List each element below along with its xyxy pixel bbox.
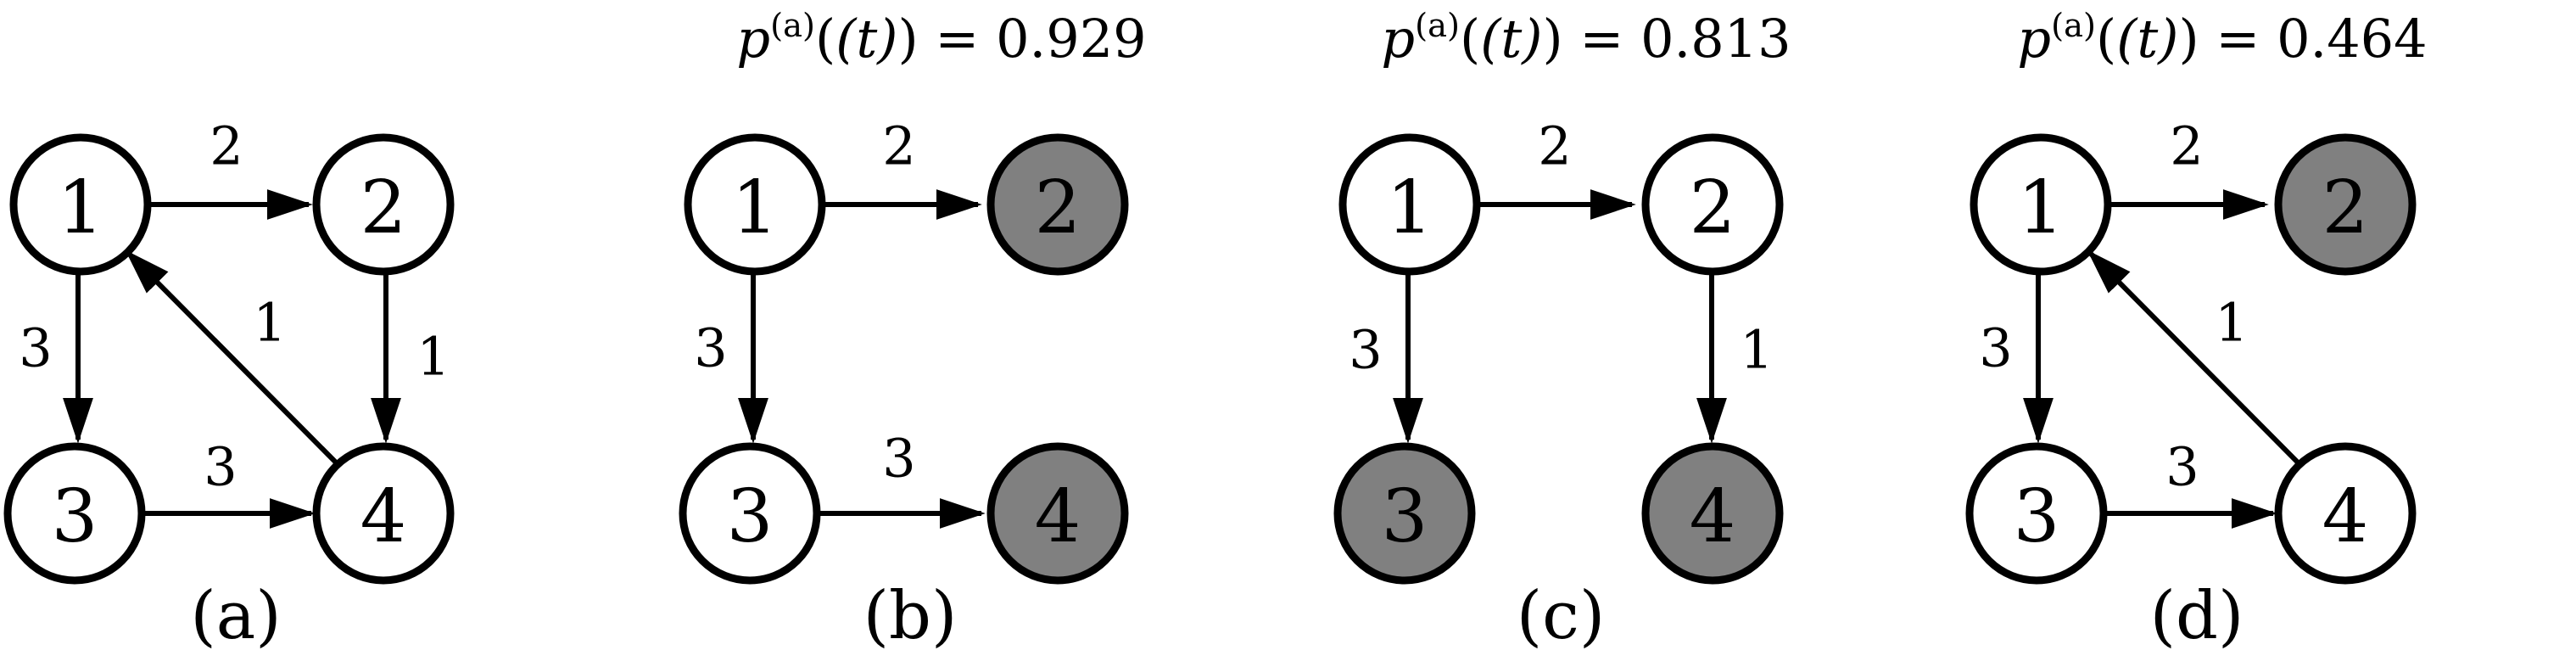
node-1[interactable]: 1 — [1338, 133, 1481, 276]
title-value: 0.813 — [1640, 7, 1791, 70]
panel-a-caption: (a) — [190, 578, 281, 654]
edge-label-2-4: 1 — [416, 326, 450, 388]
node-3[interactable]: 3 — [1333, 442, 1476, 585]
node-4-label: 4 — [1035, 474, 1081, 559]
panel-b-caption: (b) — [863, 578, 958, 654]
node-4-label: 4 — [360, 474, 407, 559]
title-argument: ((t)) — [815, 7, 919, 70]
title-symbol: p — [1381, 7, 1416, 70]
node-1[interactable]: 1 — [9, 133, 152, 276]
node-1-label: 1 — [732, 165, 779, 250]
edge-label-1-2: 2 — [1538, 115, 1571, 177]
node-2[interactable]: 2 — [1641, 133, 1784, 276]
edge-label-1-2: 2 — [2170, 115, 2203, 177]
title-symbol: p — [736, 7, 771, 70]
edge-label-1-3: 3 — [19, 317, 52, 379]
node-4-label: 4 — [2322, 474, 2369, 559]
title-superscript: (a) — [2051, 7, 2096, 45]
node-4[interactable]: 4 — [312, 442, 455, 585]
title-relation: = — [1579, 7, 1624, 70]
title-superscript: (a) — [770, 7, 815, 45]
node-3[interactable]: 3 — [679, 442, 821, 585]
panel-d-title: p(a)((t)) = 0.464 — [1925, 7, 2519, 70]
node-2-label: 2 — [360, 165, 407, 250]
node-3-label: 3 — [1382, 474, 1428, 559]
panel-d: p(a)((t)) = 0.464 2 3 3 1 1 2 — [1925, 0, 2519, 667]
panel-a-graph: 2 3 1 3 1 1 2 3 4 (a) — [3, 115, 455, 654]
panel-c-graph: 2 3 1 1 2 3 4 (c) — [1333, 115, 1784, 654]
node-3-label: 3 — [52, 474, 98, 559]
edge-label-3-4: 3 — [2165, 436, 2199, 498]
node-4[interactable]: 4 — [1641, 442, 1784, 585]
node-2-label: 2 — [1035, 165, 1081, 250]
edge-4-1 — [2087, 249, 2307, 472]
node-3[interactable]: 3 — [1965, 442, 2108, 585]
node-3-label: 3 — [727, 474, 774, 559]
title-value: 0.929 — [996, 7, 1147, 70]
node-1[interactable]: 1 — [684, 133, 826, 276]
node-1-label: 1 — [1387, 165, 1433, 250]
edge-label-2-4: 1 — [1740, 319, 1773, 381]
panel-b-title: p(a)((t)) = 0.929 — [645, 7, 1238, 70]
title-value: 0.464 — [2277, 7, 2428, 70]
edge-label-1-3: 3 — [1979, 317, 2012, 379]
node-3[interactable]: 3 — [3, 442, 146, 585]
panel-b: p(a)((t)) = 0.929 2 3 3 1 2 — [645, 0, 1238, 667]
edge-label-1-3: 3 — [694, 317, 727, 379]
edge-label-1-2: 2 — [882, 115, 915, 177]
edge-label-1-3: 3 — [1349, 319, 1382, 381]
node-2[interactable]: 2 — [312, 133, 455, 276]
title-symbol: p — [2017, 7, 2052, 70]
edge-label-4-1: 1 — [253, 292, 286, 354]
edge-4-1 — [125, 249, 345, 472]
title-argument: ((t)) — [2096, 7, 2199, 70]
node-4[interactable]: 4 — [2274, 442, 2417, 585]
node-4-label: 4 — [1690, 474, 1736, 559]
node-1-label: 1 — [58, 165, 104, 250]
title-relation: = — [2216, 7, 2260, 70]
node-2[interactable]: 2 — [986, 133, 1129, 276]
node-1[interactable]: 1 — [1970, 133, 2112, 276]
panel-c-caption: (c) — [1517, 578, 1606, 654]
node-1-label: 1 — [2018, 165, 2065, 250]
edge-label-3-4: 3 — [204, 436, 237, 498]
panel-d-graph: 2 3 3 1 1 2 3 4 (d) — [1965, 115, 2417, 654]
edge-label-1-2: 2 — [210, 115, 243, 177]
title-superscript: (a) — [1415, 7, 1460, 45]
node-2-label: 2 — [2322, 165, 2369, 250]
panel-c-title: p(a)((t)) = 0.813 — [1289, 7, 1883, 70]
edge-label-3-4: 3 — [882, 428, 915, 490]
edge-label-4-1: 1 — [2215, 292, 2248, 354]
node-3-label: 3 — [2014, 474, 2060, 559]
panel-b-graph: 2 3 3 1 2 3 4 (b) — [679, 115, 1129, 654]
panel-c: p(a)((t)) = 0.813 2 3 1 1 2 — [1289, 0, 1883, 667]
node-2[interactable]: 2 — [2274, 133, 2417, 276]
panel-a: 2 3 1 3 1 1 2 3 4 (a) — [0, 0, 594, 667]
panel-d-caption: (d) — [2150, 578, 2244, 654]
node-4[interactable]: 4 — [986, 442, 1129, 585]
title-argument: ((t)) — [1460, 7, 1563, 70]
node-2-label: 2 — [1690, 165, 1736, 250]
title-relation: = — [935, 7, 980, 70]
